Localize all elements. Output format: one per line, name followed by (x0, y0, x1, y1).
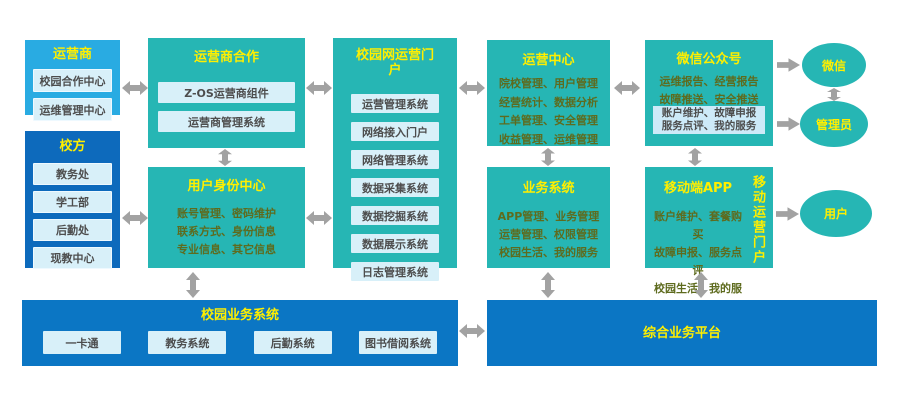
portal-item: 运营管理系统 (351, 94, 439, 113)
node-identity-title: 用户身份中心 (187, 179, 266, 194)
identity-line: 账号管理、密码维护 (177, 207, 276, 220)
operation-line: 收益管理、运维管理 (499, 132, 598, 146)
right-arrow-icon (777, 58, 800, 72)
mobile-portal-side-label: 移动运营门户 (750, 175, 765, 265)
actor-user: 用户 (800, 190, 872, 237)
node-wechat-account: 微信公众号 运维报告、经营报告 故障推送、安全推送 账户维护、故障申报 服务点评… (645, 40, 773, 146)
carrier-coop-item: 运营商管理系统 (158, 111, 295, 132)
node-campus-portal: 校园网运营门户 运营管理系统 网络接入门户 网络管理系统 数据采集系统 数据挖掘… (333, 38, 457, 281)
mobile-line: 故障申报、服务点评 (654, 246, 742, 277)
wechat-service-panel: 账户维护、故障申报 服务点评、我的服务 (653, 106, 765, 134)
portal-item: 网络接入门户 (351, 122, 439, 141)
double-arrow-horizontal-icon (614, 81, 640, 95)
node-carrier-coop-title: 运营商合作 (193, 50, 259, 65)
portal-item: 日志管理系统 (351, 262, 439, 281)
portal-item: 网络管理系统 (351, 150, 439, 169)
carrier-item: 运维管理中心 (33, 98, 112, 121)
double-arrow-horizontal-icon (306, 81, 332, 95)
operation-line: 经营统计、数据分析 (499, 95, 598, 109)
school-item: 学工部 (33, 191, 112, 213)
node-business-system: 业务系统 APP管理、业务管理 运营管理、权限管理 校园生活、我的服务 (487, 167, 610, 268)
actor-admin: 管理员 (800, 101, 868, 147)
node-carrier: 运营商 校园合作中心 运维管理中心 (25, 40, 120, 121)
node-mobile-app-title: 移动端APP (663, 181, 733, 196)
business-line: APP管理、业务管理 (497, 210, 600, 223)
portal-item: 数据展示系统 (351, 234, 439, 253)
actor-wechat: 微信 (802, 43, 866, 87)
double-arrow-vertical-icon (541, 148, 555, 166)
double-arrow-vertical-icon (218, 149, 232, 166)
right-arrow-icon (777, 117, 800, 131)
wechat-line: 运维报告、经营报告 (659, 75, 759, 88)
business-line: 运营管理、权限管理 (499, 228, 598, 241)
node-carrier-coop: 运营商合作 Z-OS运营商组件 运营商管理系统 (148, 38, 305, 148)
node-integrated-platform-title: 综合业务平台 (642, 325, 721, 341)
double-arrow-vertical-icon (541, 272, 555, 298)
double-arrow-vertical-icon (827, 88, 841, 101)
double-arrow-vertical-icon (694, 272, 708, 298)
node-wechat-account-title: 微信公众号 (676, 52, 742, 67)
carrier-coop-item: Z-OS运营商组件 (158, 82, 295, 103)
node-school: 校方 教务处 学工部 后勤处 现教中心 (25, 131, 120, 269)
operation-line: 院校管理、用户管理 (499, 77, 598, 90)
node-operation-title: 运营中心 (522, 53, 575, 68)
wechat-panel-line: 账户维护、故障申报 (661, 107, 757, 119)
school-item: 后勤处 (33, 219, 112, 241)
portal-item: 数据挖掘系统 (351, 206, 439, 225)
node-campus-business: 校园业务系统 一卡通 教务系统 后勤系统 图书借阅系统 (22, 300, 458, 366)
double-arrow-horizontal-icon (306, 211, 332, 225)
node-identity-center: 用户身份中心 账号管理、密码维护 联系方式、身份信息 专业信息、其它信息 (148, 167, 305, 268)
operation-line: 工单管理、安全管理 (499, 114, 598, 127)
double-arrow-horizontal-icon (459, 81, 485, 95)
right-arrow-icon (776, 207, 799, 221)
campus-biz-item: 图书借阅系统 (358, 331, 437, 354)
wechat-line: 故障推送、安全推送 (659, 93, 759, 106)
identity-line: 联系方式、身份信息 (177, 225, 276, 238)
wechat-panel-line: 服务点评、我的服务 (661, 120, 757, 132)
business-line: 校园生活、我的服务 (499, 246, 598, 259)
school-item: 现教中心 (33, 247, 112, 269)
portal-item: 数据采集系统 (351, 178, 439, 197)
node-business-title: 业务系统 (522, 181, 575, 196)
node-mobile-app: 移动端APP 账户维护、套餐购买 故障申报、服务点评 校园生活、我的服务 移动运… (645, 167, 773, 313)
school-item: 教务处 (33, 163, 112, 185)
node-portal-title: 校园网运营门户 (355, 48, 434, 78)
double-arrow-horizontal-icon (459, 324, 485, 338)
mobile-line: 账户维护、套餐购买 (654, 210, 742, 241)
double-arrow-vertical-icon (186, 272, 200, 298)
campus-biz-item: 教务系统 (148, 331, 227, 354)
node-campus-business-title: 校园业务系统 (200, 308, 279, 323)
double-arrow-vertical-icon (688, 148, 702, 166)
campus-biz-item: 一卡通 (43, 331, 121, 354)
double-arrow-horizontal-icon (122, 211, 148, 225)
carrier-item: 校园合作中心 (33, 69, 112, 92)
node-operation-center: 运营中心 院校管理、用户管理 经营统计、数据分析 工单管理、安全管理 收益管理、… (487, 40, 610, 146)
node-carrier-title: 运营商 (52, 47, 92, 62)
campus-biz-item: 后勤系统 (253, 331, 332, 354)
node-school-title: 校方 (59, 139, 86, 154)
double-arrow-horizontal-icon (122, 81, 148, 95)
identity-line: 专业信息、其它信息 (177, 243, 276, 256)
node-integrated-platform: 综合业务平台 (487, 300, 877, 366)
